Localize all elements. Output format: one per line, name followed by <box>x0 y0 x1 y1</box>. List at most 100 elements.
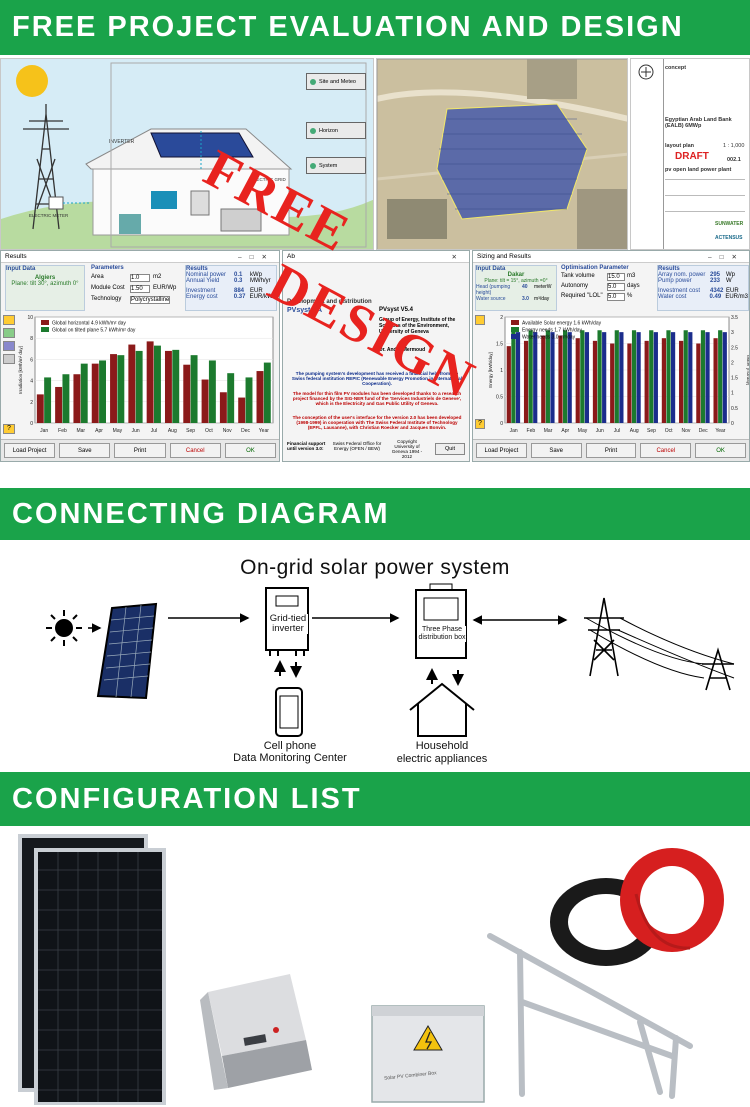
chart-bar <box>661 338 666 423</box>
sizing-input-header: Input Data <box>476 266 506 272</box>
chart-bar <box>511 330 516 423</box>
pv-cable-product-image <box>550 848 724 966</box>
results-results-header: Results <box>186 266 208 272</box>
x-tick-label: Year <box>715 428 725 434</box>
x-tick-label: Aug <box>630 428 639 434</box>
save-button[interactable]: Save <box>59 443 111 458</box>
chart-bar <box>263 362 271 423</box>
lol-input[interactable]: 5.0 <box>607 293 625 301</box>
y-tick-label: 10 <box>27 315 33 321</box>
results-location: Algiers <box>34 275 56 281</box>
distribution-box-icon <box>415 583 467 659</box>
cancel-button[interactable]: Cancel <box>169 443 221 458</box>
about-window-titlebar: Ab ✕ <box>283 251 469 263</box>
about-product: PVsyst SA <box>287 307 323 314</box>
y2-tick-label: 2.5 <box>731 345 738 351</box>
ok-button[interactable]: OK <box>695 443 746 458</box>
load-project-button[interactable]: Load Project <box>476 443 527 458</box>
x-tick-label: Jun <box>132 428 140 434</box>
toolbar-tool-icon[interactable] <box>3 328 15 338</box>
chart-bar <box>688 332 693 423</box>
results-button-bar: Load Project Save Print Cancel OK <box>1 439 279 461</box>
y2-tick-label: 2 <box>731 360 734 366</box>
ok-button[interactable]: OK <box>224 443 277 458</box>
chart-bar <box>117 355 125 423</box>
chart-bar <box>584 332 590 423</box>
y-tick-label: 1.5 <box>496 342 503 348</box>
x-tick-label: Dec <box>699 428 708 434</box>
power-pylon-icon <box>584 597 735 691</box>
x-tick-label: Mar <box>544 428 553 434</box>
chart-bar <box>515 332 521 423</box>
print-button[interactable]: Print <box>585 443 637 458</box>
sizing-plane: Plane: tilt = 15°, azimuth =0° <box>484 278 548 284</box>
load-project-button[interactable]: Load Project <box>4 443 56 458</box>
doc-line-1 <box>665 179 745 180</box>
chart-bar <box>631 330 637 423</box>
help-icon[interactable]: ? <box>475 419 485 429</box>
y-tick-label: 6 <box>30 357 33 363</box>
chart-bar <box>256 371 264 423</box>
x-tick-label: Dec <box>241 428 250 434</box>
close-icon[interactable]: ✕ <box>451 253 465 261</box>
chart-bar <box>523 340 529 423</box>
menu-site-meteo-button[interactable]: Site and Meteo <box>306 73 366 90</box>
chart-bar <box>44 377 52 423</box>
technology-select[interactable]: Polycrystalline <box>130 296 170 304</box>
tank-volume-input[interactable]: 15.0 <box>607 273 625 281</box>
chart-bar <box>62 374 70 423</box>
legend-label: Water needs 3.0 m³/day <box>522 335 576 341</box>
legend-swatch <box>511 327 519 332</box>
chart-bar <box>567 332 572 423</box>
toolbar-tool-icon[interactable] <box>3 315 15 325</box>
doc-logo-2: ACTENSUS <box>715 235 743 241</box>
menu-system-button[interactable]: System <box>306 157 366 174</box>
chart-bar <box>227 373 235 423</box>
solar-panel-icon <box>96 602 158 700</box>
doc-name: concept <box>665 65 687 71</box>
menu-bullet-icon <box>310 162 316 169</box>
chart-bar <box>99 360 106 423</box>
sizing-button-bar: Load Project Save Print Cancel OK <box>473 439 749 461</box>
chart-bar <box>700 330 706 423</box>
chart-bar <box>653 332 658 423</box>
chart-bar <box>238 397 246 423</box>
x-tick-label: Oct <box>665 428 673 434</box>
svg-text:Solar PV Combiner Box: Solar PV Combiner Box <box>384 1070 438 1082</box>
help-icon[interactable]: ? <box>3 424 15 434</box>
y-tick-label: 4 <box>30 379 33 385</box>
about-support-label: Financial support until version 3.0: <box>287 441 326 451</box>
sun-icon <box>16 65 48 97</box>
y-tick-label: 8 <box>30 336 33 342</box>
toolbar-tool-icon[interactable] <box>3 341 15 351</box>
window-controls-icon[interactable]: –□✕ <box>238 253 275 261</box>
chart-bar <box>533 332 538 423</box>
doc-scale: 1 : 1,000 <box>723 143 745 149</box>
area-input[interactable]: 1.0 <box>130 274 150 282</box>
sizing-results-header: Results <box>658 266 680 272</box>
module-cost-input[interactable]: 1.50 <box>130 285 150 293</box>
menu-horizon-button[interactable]: Horizon <box>306 122 366 139</box>
chart-bar <box>201 379 209 423</box>
toolbar-tool-icon[interactable] <box>3 354 15 364</box>
chart-bar <box>541 335 546 423</box>
monitoring-center-label: Data Monitoring Center <box>233 752 347 764</box>
household-icon <box>409 682 475 737</box>
x-tick-label: Feb <box>527 428 536 434</box>
appliances-label: electric appliances <box>396 753 488 765</box>
chart-bar <box>73 374 81 423</box>
print-button[interactable]: Print <box>114 443 166 458</box>
save-button[interactable]: Save <box>530 443 582 458</box>
x-tick-label: Feb <box>58 428 67 434</box>
diagram-title: On-grid solar power system <box>240 556 510 579</box>
toolbar-tool-icon[interactable] <box>475 315 485 325</box>
autonomy-input[interactable]: 5.0 <box>607 283 625 291</box>
chart-bar <box>602 332 607 423</box>
chart-bar <box>705 332 710 423</box>
cancel-button[interactable]: Cancel <box>640 443 692 458</box>
window-controls-icon[interactable]: –□✕ <box>708 253 745 261</box>
quit-button[interactable]: Quit <box>435 443 465 455</box>
about-para-2: The model for thin film PV modules has b… <box>292 391 462 406</box>
x-tick-label: May <box>113 428 123 434</box>
